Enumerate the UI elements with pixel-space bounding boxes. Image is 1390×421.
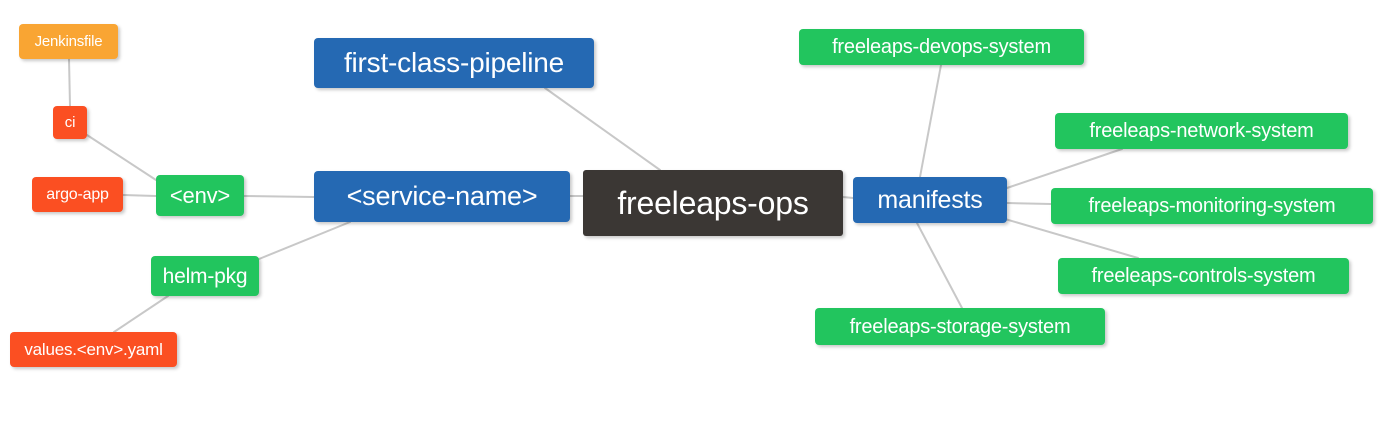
edge-manifests-to-freeleaps-devops-system: [919, 64, 942, 178]
node-freeleaps-controls-system[interactable]: freeleaps-controls-system: [1058, 258, 1349, 294]
node-jenkinsfile[interactable]: Jenkinsfile: [19, 24, 118, 59]
node-freeleaps-devops-system[interactable]: freeleaps-devops-system: [799, 29, 1084, 65]
node-manifests[interactable]: manifests: [853, 177, 1007, 223]
edge-ci-to-env: [86, 134, 157, 181]
node-helm-pkg[interactable]: helm-pkg: [151, 256, 259, 296]
edge-jenkinsfile-to-ci: [68, 58, 71, 107]
edge-env-to-service-name: [243, 195, 315, 198]
node-service-name[interactable]: <service-name>: [314, 171, 570, 222]
node-env[interactable]: <env>: [156, 175, 244, 216]
edge-values-yaml-to-helm-pkg: [113, 295, 169, 333]
node-argo-app[interactable]: argo-app: [32, 177, 123, 212]
edge-first-class-pipeline-to-freeleaps-ops: [544, 87, 661, 171]
edge-manifests-to-freeleaps-controls-system: [1004, 218, 1139, 259]
edge-manifests-to-freeleaps-monitoring-system: [1006, 202, 1052, 205]
edge-manifests-to-freeleaps-storage-system: [916, 222, 963, 309]
edge-helm-pkg-to-service-name: [258, 221, 351, 260]
node-ci[interactable]: ci: [53, 106, 87, 139]
edge-argo-app-to-env: [122, 194, 157, 197]
edge-freeleaps-ops-to-manifests: [842, 196, 854, 199]
node-freeleaps-monitoring-system[interactable]: freeleaps-monitoring-system: [1051, 188, 1373, 224]
node-freeleaps-ops[interactable]: freeleaps-ops: [583, 170, 843, 236]
node-freeleaps-storage-system[interactable]: freeleaps-storage-system: [815, 308, 1105, 345]
node-freeleaps-network-system[interactable]: freeleaps-network-system: [1055, 113, 1348, 149]
node-values-yaml[interactable]: values.<env>.yaml: [10, 332, 177, 367]
edge-manifests-to-freeleaps-network-system: [1006, 148, 1123, 189]
node-first-class-pipeline[interactable]: first-class-pipeline: [314, 38, 594, 88]
